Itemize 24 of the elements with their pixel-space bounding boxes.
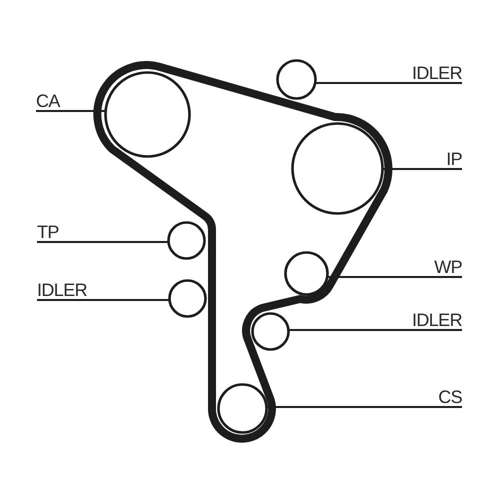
pulley xyxy=(276,58,316,100)
leader-line xyxy=(382,168,462,170)
pulley xyxy=(104,70,190,158)
pulley xyxy=(168,278,206,318)
pulley xyxy=(250,312,290,350)
part-label: IDLER xyxy=(412,311,462,329)
part-label: IDLER xyxy=(412,64,462,82)
leader-line xyxy=(326,276,462,278)
pulley xyxy=(166,220,206,260)
pulley xyxy=(284,250,328,296)
pulley xyxy=(290,122,384,214)
part-label: TP xyxy=(37,223,59,241)
leader-line xyxy=(37,241,168,243)
part-label: WP xyxy=(434,258,462,276)
leader-line xyxy=(36,110,106,112)
part-label: CS xyxy=(438,388,462,406)
leader-line xyxy=(314,82,462,84)
part-label: IP xyxy=(446,150,462,168)
leader-line xyxy=(266,406,462,408)
pulley xyxy=(216,382,268,434)
leader-line xyxy=(288,329,462,331)
part-label: CA xyxy=(36,92,60,110)
leader-line xyxy=(37,299,170,301)
part-label: IDLER xyxy=(37,281,88,299)
